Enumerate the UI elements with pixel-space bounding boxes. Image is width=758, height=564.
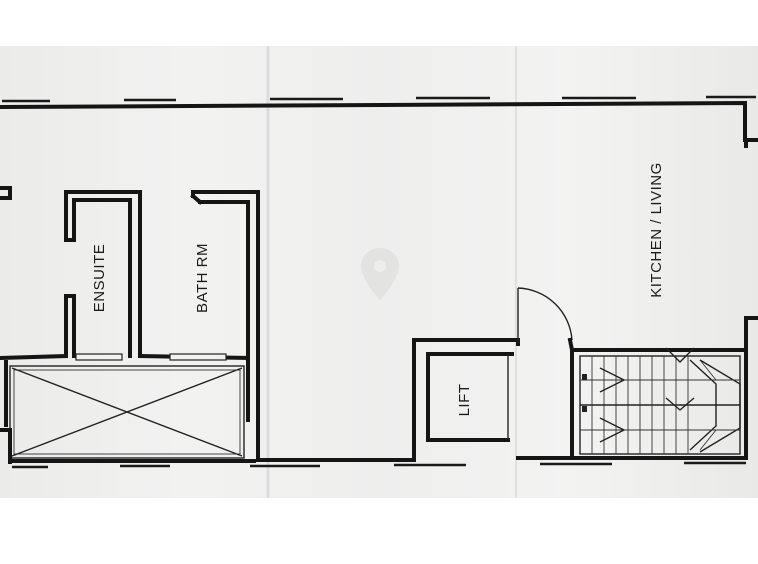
door-openings — [75, 353, 227, 361]
ensuite-label: ENSUITE — [91, 244, 108, 313]
bath-walls — [137, 190, 260, 462]
void-crossed-area — [4, 360, 250, 459]
staircase — [579, 347, 741, 455]
outer-wall-top — [0, 100, 758, 142]
kitchen-living-label: KITCHEN / LIVING — [648, 162, 665, 298]
stair-walls — [570, 316, 758, 460]
bottom-boundary-line — [12, 461, 746, 469]
ensuite-walls — [0, 190, 142, 361]
paper-sheet — [0, 46, 758, 498]
bath-label: BATH RM — [194, 243, 211, 313]
top-boundary-line — [2, 95, 756, 103]
map-pin-icon — [361, 248, 399, 300]
wall-stub — [0, 186, 12, 200]
wall-stub-bottom — [0, 428, 12, 464]
lift-label: LIFT — [456, 384, 473, 417]
outer-wall-bottom — [8, 456, 748, 463]
